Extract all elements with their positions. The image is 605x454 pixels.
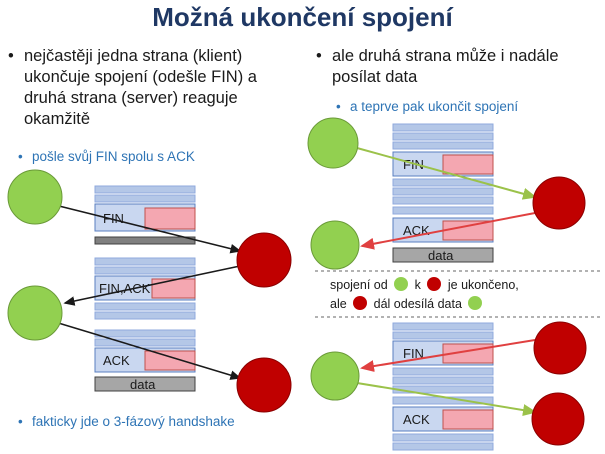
arrow-fin-red [360, 339, 536, 373]
server-dot-icon [353, 296, 368, 310]
note-text: dál odesílá data [373, 297, 462, 311]
bullet-dot: • [18, 414, 23, 429]
left-segment-stack-2 [94, 257, 196, 320]
left-sub-bullet-text: pošle svůj FIN spolu s ACK [32, 149, 195, 164]
server-node [533, 321, 587, 375]
right-segment-stack-1 [392, 123, 494, 263]
arrow-ack-green [356, 382, 537, 416]
right-bullet: • ale druhá strana může i nadále posílat… [316, 46, 592, 88]
server-node [531, 392, 585, 446]
bullet-dot: • [316, 47, 322, 65]
left-bullet-text: nejčastěji jedna strana (klient) ukončuj… [24, 47, 257, 128]
note-text: ale [330, 297, 347, 311]
bullet-dot: • [336, 99, 341, 114]
arrow-fin [54, 204, 242, 254]
server-node [236, 357, 292, 413]
right-sub-bullet-text: a teprve pak ukončit spojení [350, 99, 519, 114]
server-node [236, 232, 292, 288]
bullet-dot: • [18, 149, 23, 164]
left-segment-stack-1 [94, 185, 196, 245]
client-node [310, 220, 360, 270]
segment-label-ack: ACK [403, 412, 430, 427]
segment-label-fin: FIN [103, 211, 124, 226]
termination-note: spojení od k je ukončeno, ale dál odesíl… [330, 276, 600, 314]
right-segment-stack-2 [392, 322, 494, 451]
arrow-ack-red [360, 212, 536, 250]
client-node [7, 285, 63, 341]
segment-label-fin: FIN [403, 346, 424, 361]
segment-label-data: data [428, 248, 454, 263]
server-dot-icon [427, 277, 442, 291]
left-sub-bullet: • pošle svůj FIN spolu s ACK [18, 148, 292, 166]
right-sub-bullet: • a teprve pak ukončit spojení [336, 98, 590, 116]
segment-label-finack: FIN,ACK [99, 281, 151, 296]
client-node [307, 117, 359, 169]
note-text: k [414, 278, 421, 292]
segment-label-ack: ACK [103, 353, 130, 368]
client-dot-icon [394, 277, 409, 291]
bullet-dot: • [8, 47, 14, 65]
left-bullet: • nejčastěji jedna strana (klient) ukonč… [8, 46, 299, 130]
left-sub-bullet-2-text: fakticky jde o 3-fázový handshake [32, 414, 235, 429]
server-node [532, 176, 586, 230]
note-line-2: ale dál odesílá data [330, 295, 600, 314]
client-node [7, 169, 63, 225]
client-node [310, 351, 360, 401]
arrow-finack [63, 265, 241, 306]
right-bullet-text: ale druhá strana může i nadále posílat d… [332, 47, 559, 86]
left-sub-bullet-2: • fakticky jde o 3-fázový handshake [18, 413, 302, 431]
arrow-ack [54, 321, 242, 380]
arrow-fin-green [356, 147, 537, 200]
slide-title: Možná ukončení spojení [152, 2, 453, 32]
segment-label-data: data [130, 377, 156, 392]
client-dot-icon [468, 296, 483, 310]
note-line-1: spojení od k je ukončeno, [330, 276, 600, 295]
note-text: spojení od [330, 278, 388, 292]
left-segment-stack-3 [94, 329, 196, 392]
note-text: je ukončeno, [447, 278, 519, 292]
